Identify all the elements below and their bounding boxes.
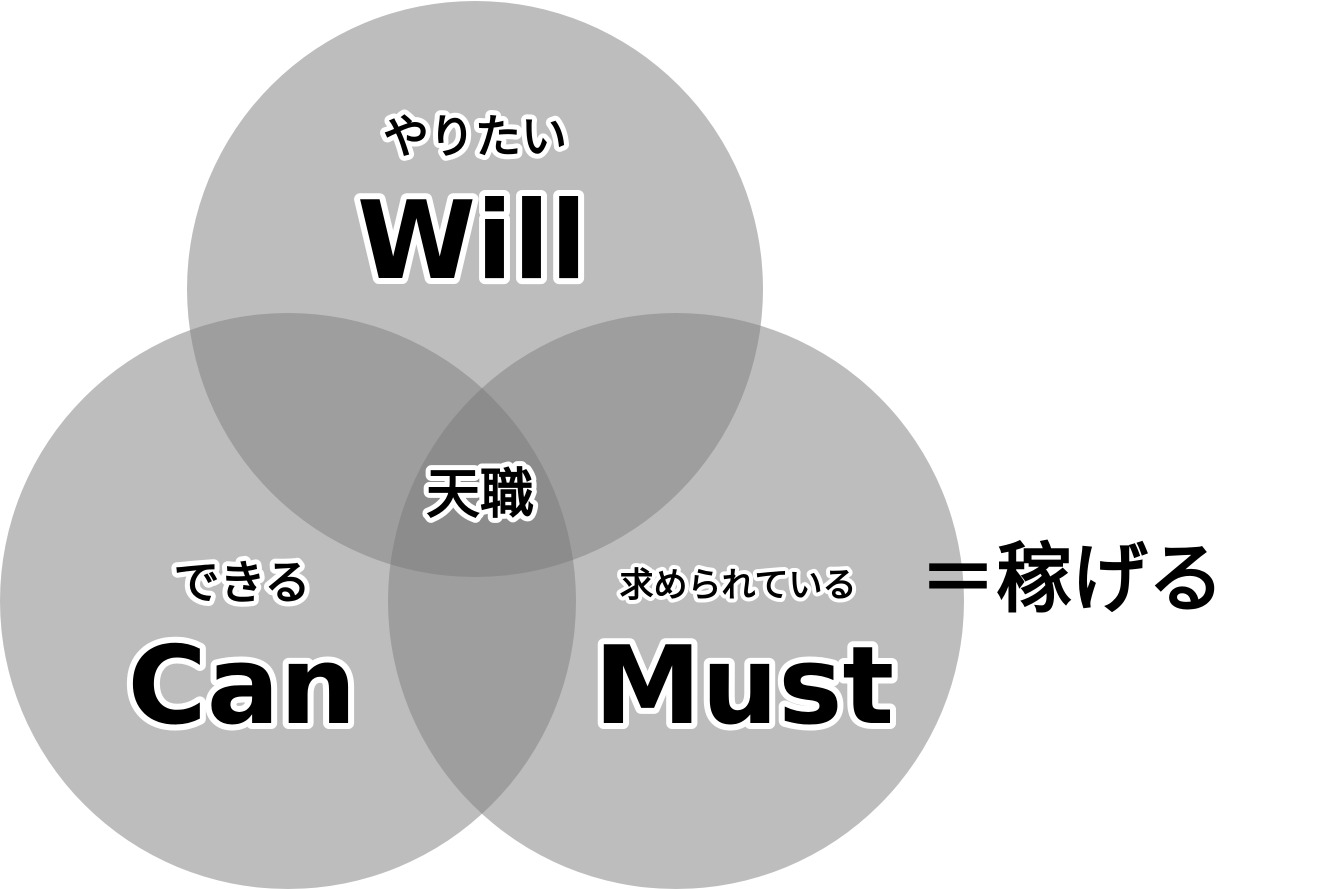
will-en-label: Will	[357, 179, 587, 304]
must-en-label: Must	[594, 624, 894, 749]
can-jp-label: できる	[173, 556, 310, 610]
will-jp-label: やりたい	[383, 110, 567, 164]
side-note-label: ＝稼げる	[920, 534, 1224, 623]
center-label: 天職	[426, 463, 534, 526]
must-jp-label: 求められている	[620, 566, 857, 606]
center-overlap	[388, 313, 576, 577]
can-en-label: Can	[127, 624, 356, 749]
